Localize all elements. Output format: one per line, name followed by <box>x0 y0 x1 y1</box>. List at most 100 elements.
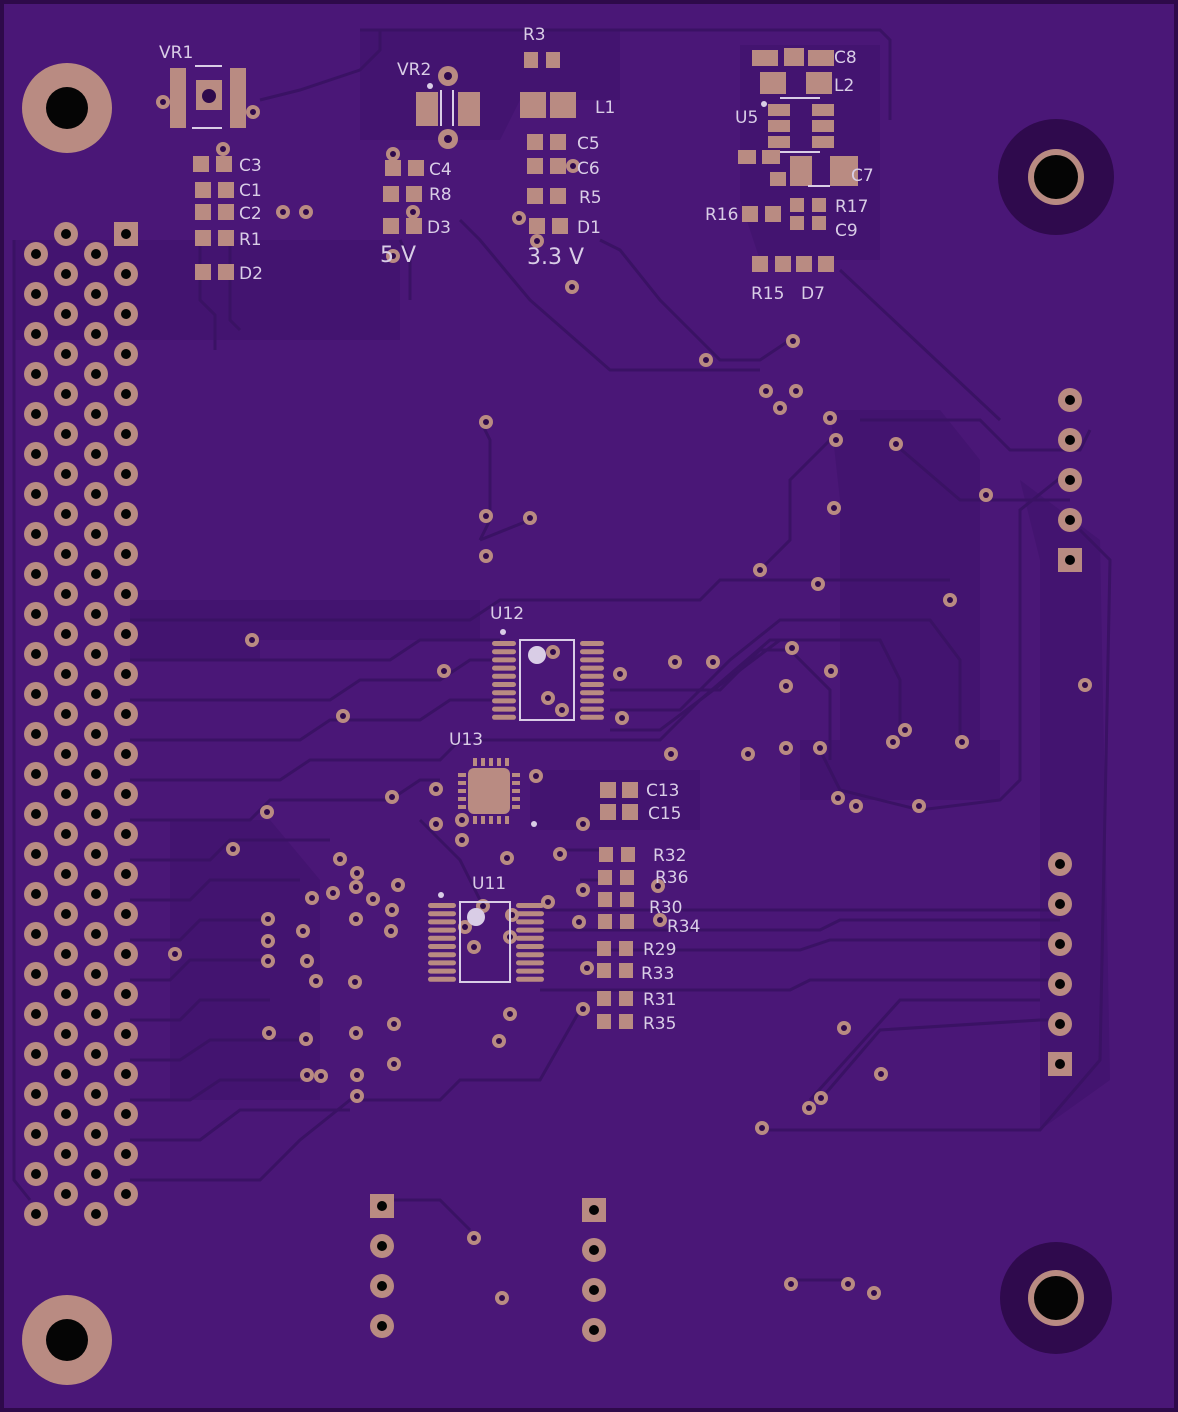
via <box>541 691 555 705</box>
u13-pin <box>458 797 466 801</box>
u12-pin <box>492 682 516 687</box>
via <box>156 95 170 109</box>
bottom-header-2-pin <box>582 1278 606 1302</box>
gpio-pin <box>84 1002 108 1026</box>
gpio-pin <box>24 362 48 386</box>
u12-pin <box>580 665 604 671</box>
via <box>546 645 560 659</box>
u13-pin <box>512 805 520 809</box>
label-u5: U5 <box>735 108 758 128</box>
right-header-1-pin <box>1058 508 1082 532</box>
bottom-header-2-pin <box>582 1238 606 1262</box>
via <box>429 817 443 831</box>
via <box>813 741 827 755</box>
silkscreen-outlines <box>192 65 830 983</box>
right-header-2-pin <box>1048 1012 1072 1036</box>
via <box>831 791 845 805</box>
gpio-pin <box>114 262 138 286</box>
right-header-1-pin <box>1058 388 1082 412</box>
right-header-1-pin <box>1058 468 1082 492</box>
label-l1: L1 <box>595 98 615 118</box>
via <box>955 735 969 749</box>
mounting-hole-bottom-right <box>1000 1242 1112 1354</box>
label-u13: U13 <box>449 730 483 750</box>
gpio-pin <box>84 522 108 546</box>
bottom-header-1-pin <box>370 1194 394 1218</box>
label-c9: C9 <box>835 221 858 241</box>
label-c7: C7 <box>851 166 874 186</box>
u11-pin <box>516 935 544 941</box>
u13-chip <box>458 758 520 824</box>
via <box>386 147 400 161</box>
gpio-pin <box>24 1202 48 1226</box>
via <box>349 912 363 926</box>
u13-pin <box>458 805 466 809</box>
gpio-pin <box>114 622 138 646</box>
gpio-pin <box>24 1082 48 1106</box>
via <box>495 1291 509 1305</box>
traces-group <box>12 28 1112 1282</box>
right-headers <box>1048 388 1082 1076</box>
bottom-header-1-pin <box>370 1314 394 1338</box>
via <box>348 975 362 989</box>
gpio-pin <box>114 1102 138 1126</box>
label-u11: U11 <box>472 874 506 894</box>
u11-pin <box>516 927 544 933</box>
via <box>576 817 590 831</box>
gpio-header <box>24 222 138 1226</box>
gpio-pin <box>114 742 138 766</box>
gpio-pin <box>84 242 108 266</box>
via <box>386 249 400 263</box>
u13-pin <box>458 781 466 785</box>
via <box>943 593 957 607</box>
u11-pin <box>428 944 456 949</box>
silk-dots <box>427 83 767 926</box>
u11-pin <box>428 968 456 974</box>
via <box>755 1121 769 1135</box>
u12-pin <box>492 665 516 671</box>
gpio-pin <box>24 1002 48 1026</box>
gpio-pin <box>84 1202 108 1226</box>
via <box>566 159 580 173</box>
via <box>773 401 787 415</box>
u11-pin <box>516 911 544 917</box>
gpio-pin <box>54 302 78 326</box>
gpio-pin <box>24 802 48 826</box>
via <box>305 891 319 905</box>
gpio-pin <box>54 382 78 406</box>
resistor-pad <box>597 991 611 1006</box>
gpio-pin <box>24 962 48 986</box>
u13-pin <box>473 758 477 766</box>
right-header-2-pin <box>1048 972 1072 996</box>
resistor-pad <box>597 941 611 956</box>
u13-pin <box>512 781 520 785</box>
via <box>898 723 912 737</box>
u11-pin <box>516 976 544 982</box>
gpio-pin <box>54 342 78 366</box>
vr2-regulator <box>416 66 480 149</box>
gpio-pin <box>114 822 138 846</box>
gpio-pin <box>54 422 78 446</box>
label-r35: R35 <box>643 1014 676 1034</box>
via <box>226 842 240 856</box>
u12-pin <box>580 682 604 687</box>
label-r29: R29 <box>643 940 676 960</box>
via <box>366 892 380 906</box>
gpio-pin <box>114 582 138 606</box>
gpio-pin <box>84 282 108 306</box>
gpio-pin <box>114 1142 138 1166</box>
gpio-pin <box>114 982 138 1006</box>
via <box>296 924 310 938</box>
gpio-pin <box>84 402 108 426</box>
gpio-pin <box>54 582 78 606</box>
via <box>811 577 825 591</box>
via <box>350 866 364 880</box>
u11-pin <box>428 919 456 925</box>
via <box>492 1034 506 1048</box>
gpio-pin <box>114 1022 138 1046</box>
via <box>299 205 313 219</box>
gpio-pin <box>114 1182 138 1206</box>
via <box>789 384 803 398</box>
gpio-pin <box>54 662 78 686</box>
u13-pin <box>458 773 466 777</box>
